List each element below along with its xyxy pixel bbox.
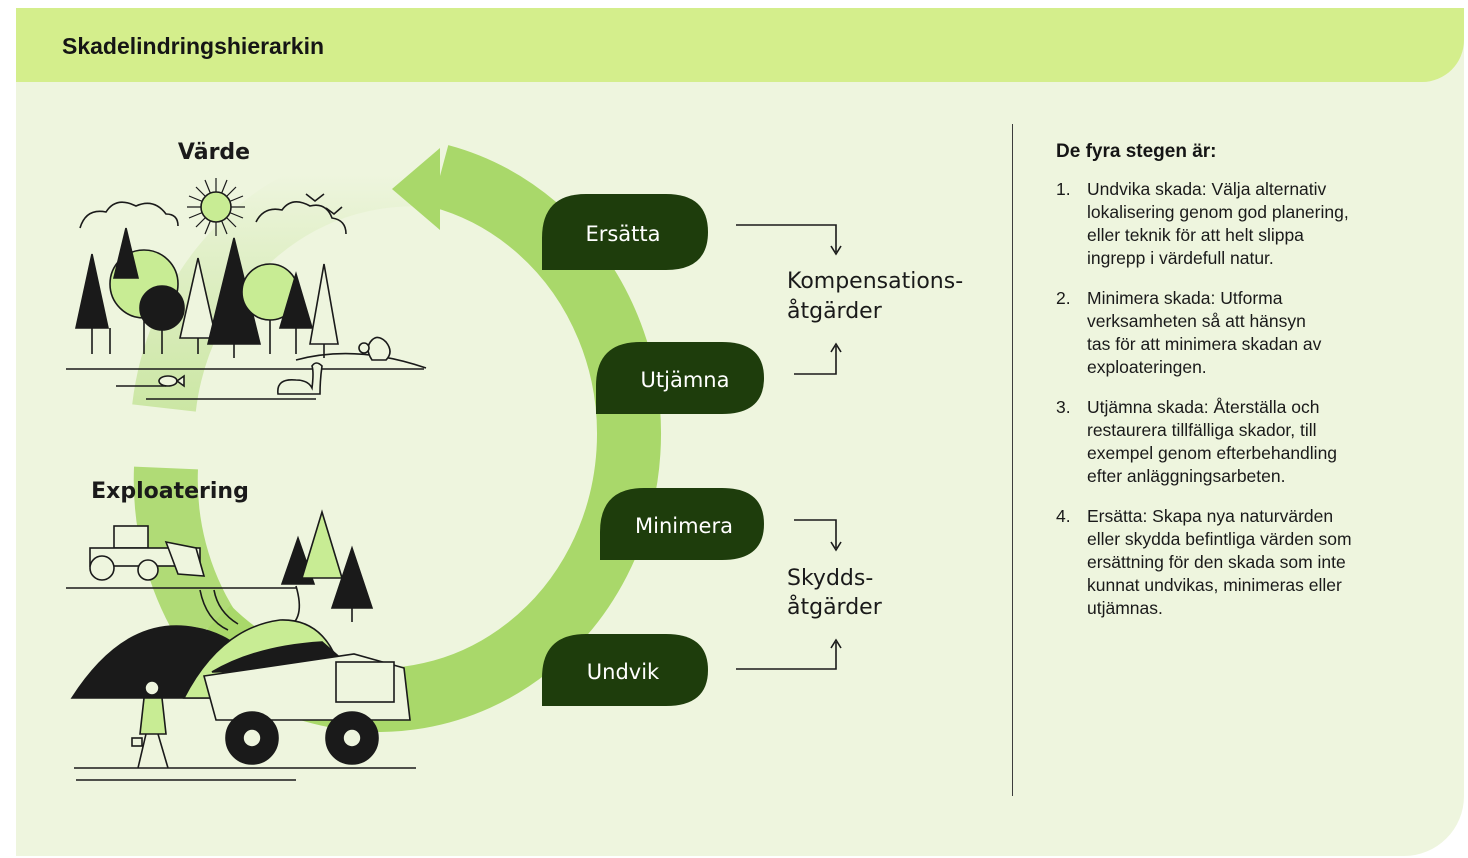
step-number: 1. (1056, 179, 1071, 199)
tree-group-small (280, 509, 374, 622)
stage-ersatta: Ersätta (542, 194, 708, 270)
protection-label-line1: Skydds- (787, 566, 873, 591)
step-text: Ersätta: Skapa nya naturvärden eller sky… (1087, 506, 1352, 618)
infographic-card: Skadelindringshierarkin Ersätta (16, 8, 1464, 856)
stage-utjamna: Utjämna (596, 342, 764, 414)
list-item: 1. Undvika skada: Välja alternativ lokali… (1056, 178, 1436, 270)
stage-utjamna-label: Utjämna (641, 368, 730, 392)
tractor-icon (89, 525, 206, 581)
step-number: 4. (1056, 506, 1071, 526)
step-text: Undvika skada: Välja alternativ lokalise… (1087, 179, 1349, 268)
stage-undvik: Undvik (542, 634, 708, 706)
protection-bracket (736, 519, 842, 670)
stage-undvik-label: Undvik (587, 660, 660, 684)
stage-minimera: Minimera (600, 488, 764, 560)
list-item: 2. Minimera skada: Utforma verksamheten s… (1056, 287, 1436, 379)
column-divider (1012, 124, 1013, 796)
protection-label-line2: åtgärder (787, 594, 883, 620)
header-bar: Skadelindringshierarkin (16, 8, 1464, 82)
fish-icon (158, 374, 185, 388)
step-number: 2. (1056, 288, 1071, 308)
value-heading: Värde (178, 140, 250, 165)
list-item: 4. Ersätta: Skapa nya naturvärden eller s… (1056, 505, 1436, 620)
compensation-label-line2: åtgärder (787, 298, 883, 324)
worker-icon (131, 680, 169, 769)
stage-minimera-label: Minimera (635, 514, 733, 538)
steps-heading: De fyra stegen är: (1056, 141, 1217, 162)
sun-icon (187, 178, 245, 236)
bird-icon (305, 193, 343, 216)
tree-group (75, 227, 339, 358)
list-item: 3. Utjämna skada: Återställa och restaure… (1056, 396, 1436, 488)
step-text: Utjämna skada: Återställa och restaurera… (1087, 397, 1338, 486)
dump-truck-icon (202, 653, 411, 765)
construction-illustration (66, 509, 416, 781)
step-number: 3. (1056, 397, 1071, 417)
compensation-label-line1: Kompensations- (787, 269, 963, 294)
page-title: Skadelindringshierarkin (62, 33, 325, 59)
squirrel-icon (358, 336, 391, 361)
compensation-bracket (736, 224, 842, 375)
steps-list: 1. Undvika skada: Välja alternativ lokali… (1056, 178, 1436, 637)
swan-icon (277, 362, 323, 395)
cloud-icon (79, 201, 347, 235)
nature-illustration (66, 178, 427, 400)
stage-ersatta-label: Ersätta (585, 222, 660, 246)
step-text: Minimera skada: Utforma verksamheten så … (1087, 288, 1322, 377)
exploitation-heading: Exploatering (91, 479, 249, 504)
mitigation-hierarchy-diagram: Ersätta Utjämna Minimera Undvik Kompensa (66, 140, 963, 781)
cycle-arrowhead (392, 148, 440, 230)
